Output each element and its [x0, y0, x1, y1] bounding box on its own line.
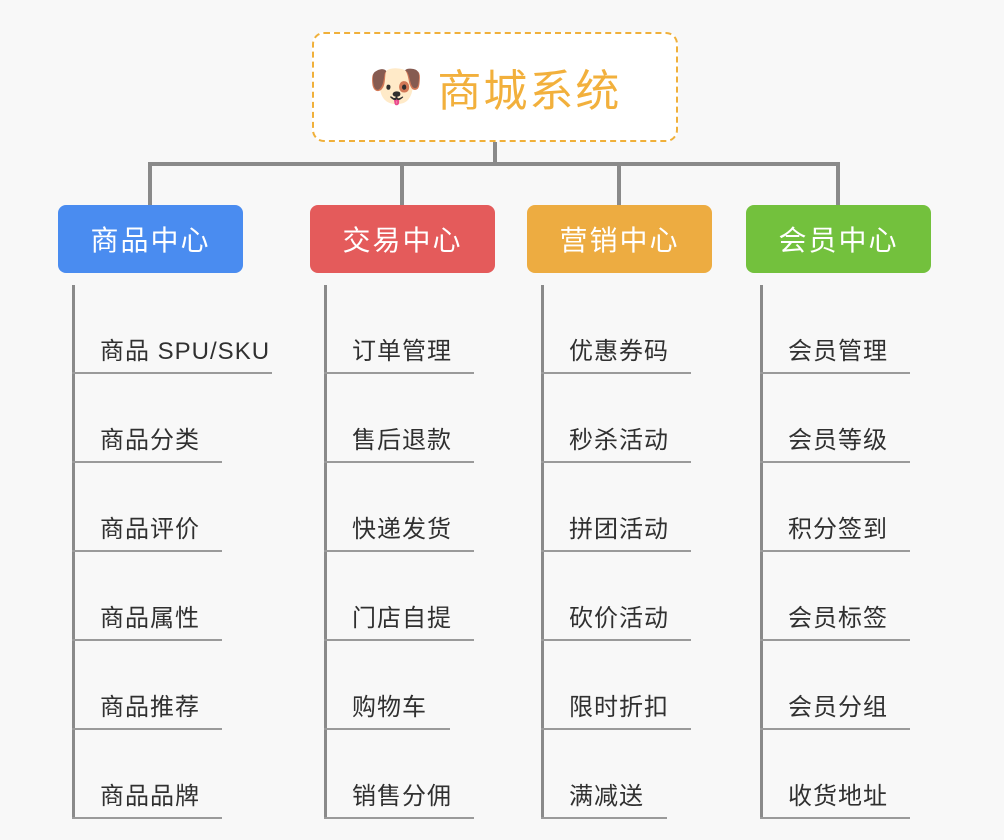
leaf-item[interactable]: 快递发货 — [324, 463, 474, 552]
leaf-item-label: 砍价活动 — [569, 605, 669, 632]
leaf-list-member-center: 会员管理会员等级积分签到会员标签会员分组收货地址 — [760, 285, 910, 819]
root-title: 商城系统 — [437, 67, 622, 116]
root-node[interactable]: 🐶 商城系统 — [312, 32, 678, 142]
branch-head-label: 商品中心 — [90, 225, 211, 256]
leaf-item[interactable]: 会员标签 — [760, 552, 910, 641]
leaf-item-label: 快递发货 — [352, 516, 452, 543]
leaf-item[interactable]: 会员分组 — [760, 641, 910, 730]
leaf-underline — [324, 461, 474, 463]
branch-head-label: 营销中心 — [559, 225, 680, 256]
leaf-item[interactable]: 销售分佣 — [324, 730, 474, 819]
leaf-underline — [541, 639, 691, 641]
branch-head-label: 会员中心 — [778, 225, 899, 256]
leaf-item-label: 优惠券码 — [569, 338, 669, 365]
leaf-item-label: 商品品牌 — [100, 783, 200, 810]
leaf-underline — [324, 639, 474, 641]
branch-spine-marketing-center — [541, 285, 544, 819]
leaf-item[interactable]: 收货地址 — [760, 730, 910, 819]
leaf-item-label: 收货地址 — [788, 783, 888, 810]
leaf-underline — [760, 817, 910, 819]
leaf-underline — [324, 550, 474, 552]
leaf-item[interactable]: 商品评价 — [72, 463, 270, 552]
leaf-item[interactable]: 商品 SPU/SKU — [72, 285, 272, 374]
leaf-item[interactable]: 购物车 — [324, 641, 452, 730]
leaf-underline — [72, 461, 222, 463]
connector-root-stem — [493, 142, 497, 166]
leaf-item-label: 订单管理 — [352, 338, 452, 365]
leaf-item[interactable]: 会员等级 — [760, 374, 910, 463]
shiba-dog-face-icon: 🐶 — [368, 62, 424, 111]
leaf-item-label: 商品分类 — [100, 427, 200, 454]
leaf-item[interactable]: 门店自提 — [324, 552, 474, 641]
leaf-item[interactable]: 商品属性 — [72, 552, 270, 641]
leaf-list-product-center: 商品 SPU/SKU 商品分类商品评价商品属性商品推荐商品品牌 — [72, 285, 272, 819]
leaf-item-label: 商品推荐 — [100, 694, 200, 721]
leaf-item-label: 商品 SPU/SKU — [100, 338, 271, 365]
leaf-item-label: 购物车 — [352, 694, 427, 721]
branch-head-label: 交易中心 — [342, 225, 463, 256]
leaf-underline — [72, 639, 222, 641]
leaf-list-marketing-center: 优惠券码秒杀活动拼团活动砍价活动限时折扣满减送 — [541, 285, 691, 819]
leaf-item-label: 拼团活动 — [569, 516, 669, 543]
leaf-item[interactable]: 商品品牌 — [72, 730, 270, 819]
leaf-underline — [72, 728, 222, 730]
leaf-item[interactable]: 商品推荐 — [72, 641, 270, 730]
branch-spine-product-center — [72, 285, 75, 819]
leaf-item-label: 秒杀活动 — [569, 427, 669, 454]
leaf-list-trade-center: 订单管理售后退款快递发货门店自提购物车销售分佣 — [324, 285, 474, 819]
leaf-underline — [324, 728, 450, 730]
leaf-item[interactable]: 售后退款 — [324, 374, 474, 463]
leaf-underline — [324, 372, 474, 374]
leaf-item[interactable]: 积分签到 — [760, 463, 910, 552]
leaf-underline — [760, 639, 910, 641]
leaf-item-label: 会员分组 — [788, 694, 888, 721]
leaf-underline — [324, 817, 474, 819]
leaf-item[interactable]: 优惠券码 — [541, 285, 691, 374]
leaf-item[interactable]: 满减送 — [541, 730, 669, 819]
leaf-item[interactable]: 砍价活动 — [541, 552, 691, 641]
leaf-underline — [541, 461, 691, 463]
leaf-underline — [760, 461, 910, 463]
leaf-item[interactable]: 订单管理 — [324, 285, 474, 374]
branch-spine-trade-center — [324, 285, 327, 819]
leaf-underline — [541, 372, 691, 374]
branch-spine-member-center — [760, 285, 763, 819]
leaf-item-label: 门店自提 — [352, 605, 452, 632]
leaf-item-label: 限时折扣 — [569, 694, 669, 721]
branch-head-trade-center[interactable]: 交易中心 — [310, 205, 495, 273]
leaf-item-label: 满减送 — [569, 783, 644, 810]
leaf-underline — [760, 550, 910, 552]
leaf-underline — [760, 372, 910, 374]
leaf-underline — [72, 372, 272, 374]
branch-head-marketing-center[interactable]: 营销中心 — [527, 205, 712, 273]
leaf-item-label: 销售分佣 — [352, 783, 452, 810]
leaf-item-label: 会员等级 — [788, 427, 888, 454]
leaf-item-label: 会员标签 — [788, 605, 888, 632]
connector-drop-product-center — [148, 162, 152, 205]
leaf-item[interactable]: 拼团活动 — [541, 463, 691, 552]
leaf-underline — [760, 728, 910, 730]
connector-drop-trade-center — [400, 162, 404, 205]
leaf-underline — [541, 817, 667, 819]
leaf-underline — [541, 550, 691, 552]
leaf-item-label: 商品属性 — [100, 605, 200, 632]
branch-head-product-center[interactable]: 商品中心 — [58, 205, 243, 273]
leaf-item-label: 售后退款 — [352, 427, 452, 454]
leaf-underline — [72, 817, 222, 819]
leaf-underline — [541, 728, 691, 730]
leaf-item[interactable]: 限时折扣 — [541, 641, 691, 730]
connector-drop-member-center — [836, 162, 840, 205]
connector-drop-marketing-center — [617, 162, 621, 205]
branch-head-member-center[interactable]: 会员中心 — [746, 205, 931, 273]
leaf-item[interactable]: 商品分类 — [72, 374, 270, 463]
connector-bus — [150, 162, 838, 166]
leaf-underline — [72, 550, 222, 552]
leaf-item[interactable]: 秒杀活动 — [541, 374, 691, 463]
leaf-item-label: 商品评价 — [100, 516, 200, 543]
leaf-item[interactable]: 会员管理 — [760, 285, 910, 374]
leaf-item-label: 会员管理 — [788, 338, 888, 365]
leaf-item-label: 积分签到 — [788, 516, 888, 543]
